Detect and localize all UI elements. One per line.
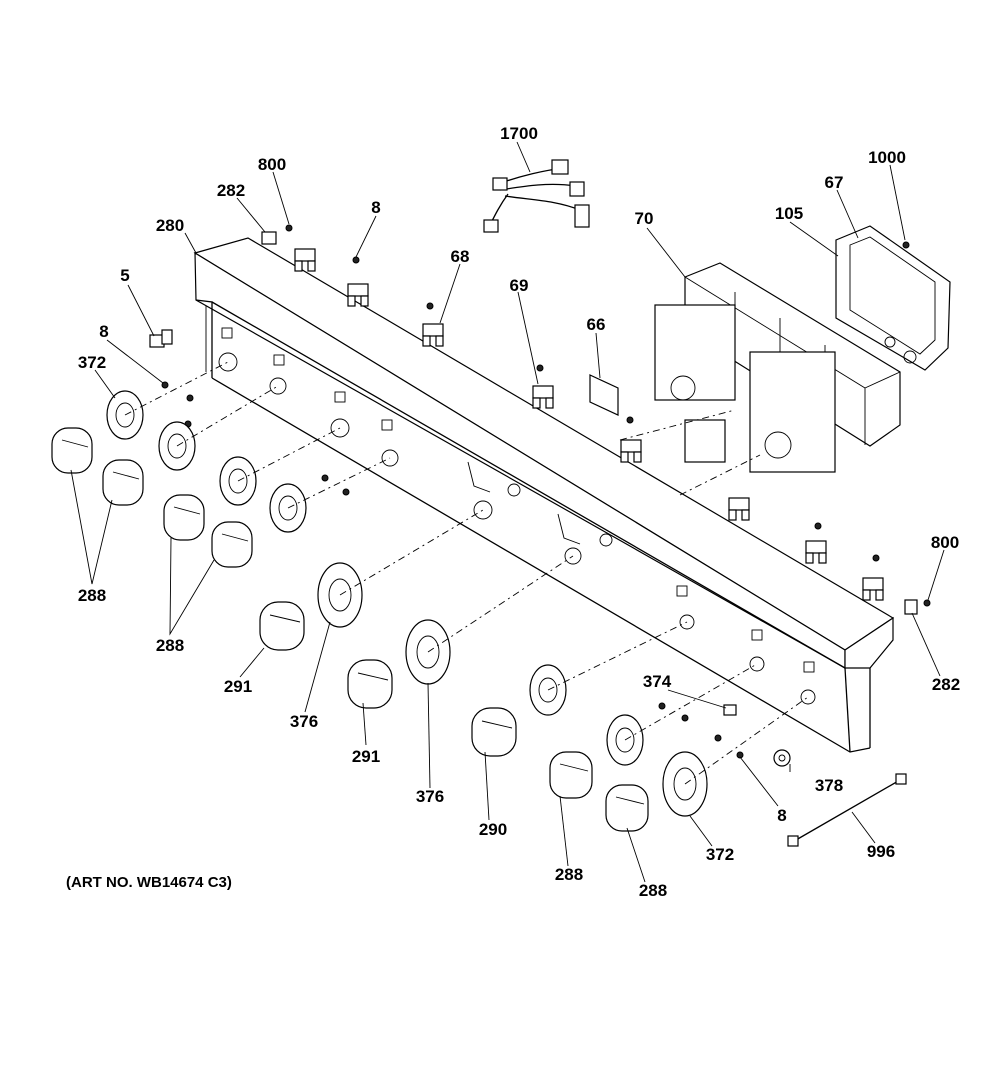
part-5 (149, 329, 173, 348)
knob (259, 601, 305, 651)
wire-harness-1700 (483, 159, 590, 233)
alignment-lines (124, 361, 809, 785)
callout-800: 800 (258, 155, 286, 174)
knob (102, 459, 144, 506)
callout-288: 288 (78, 586, 106, 605)
callout-288: 288 (639, 881, 667, 900)
leader-lines (70, 141, 945, 883)
callout-1700: 1700 (500, 124, 538, 143)
control-module-70 (654, 262, 901, 473)
callout-291: 291 (352, 747, 380, 766)
callout-282: 282 (932, 675, 960, 694)
callout-290: 290 (479, 820, 507, 839)
callout-280: 280 (156, 216, 184, 235)
art-number: (ART NO. WB14674 C3) (66, 874, 232, 891)
control-panel-280 (193, 237, 895, 753)
knob (51, 427, 93, 474)
callout-67: 67 (825, 173, 844, 192)
misc-small-parts (149, 329, 907, 847)
panel-openings (218, 327, 816, 705)
knob (163, 494, 205, 541)
knob (471, 707, 517, 757)
callout-374: 374 (643, 672, 672, 691)
callout-288: 288 (156, 636, 184, 655)
part-374 (723, 704, 737, 716)
callout-5: 5 (120, 266, 129, 285)
callout-291: 291 (224, 677, 252, 696)
part-996 (787, 773, 907, 847)
part-66 (589, 374, 619, 416)
callout-372: 372 (78, 353, 106, 372)
callout-70: 70 (635, 209, 654, 228)
callout-8: 8 (99, 322, 108, 341)
callout-378: 378 (815, 776, 843, 795)
callout-labels: 1700 800 1000 282 67 8 280 70 105 68 5 6… (66, 124, 960, 900)
callout-1000: 1000 (868, 148, 906, 167)
knob (549, 751, 593, 799)
knob (605, 784, 649, 832)
callout-105: 105 (775, 204, 803, 223)
callout-376: 376 (416, 787, 444, 806)
knob (211, 521, 253, 568)
callout-69: 69 (510, 276, 529, 295)
knob (347, 659, 393, 709)
callout-800: 800 (931, 533, 959, 552)
callout-8: 8 (777, 806, 786, 825)
callout-66: 66 (587, 315, 606, 334)
callout-376: 376 (290, 712, 318, 731)
callout-8: 8 (371, 198, 380, 217)
callout-288: 288 (555, 865, 583, 884)
callout-372: 372 (706, 845, 734, 864)
part-378 (773, 749, 791, 767)
callout-996: 996 (867, 842, 895, 861)
panel-clips (161, 224, 931, 759)
circuit-board-105 (835, 225, 951, 371)
callout-68: 68 (451, 247, 470, 266)
callout-282: 282 (217, 181, 245, 200)
